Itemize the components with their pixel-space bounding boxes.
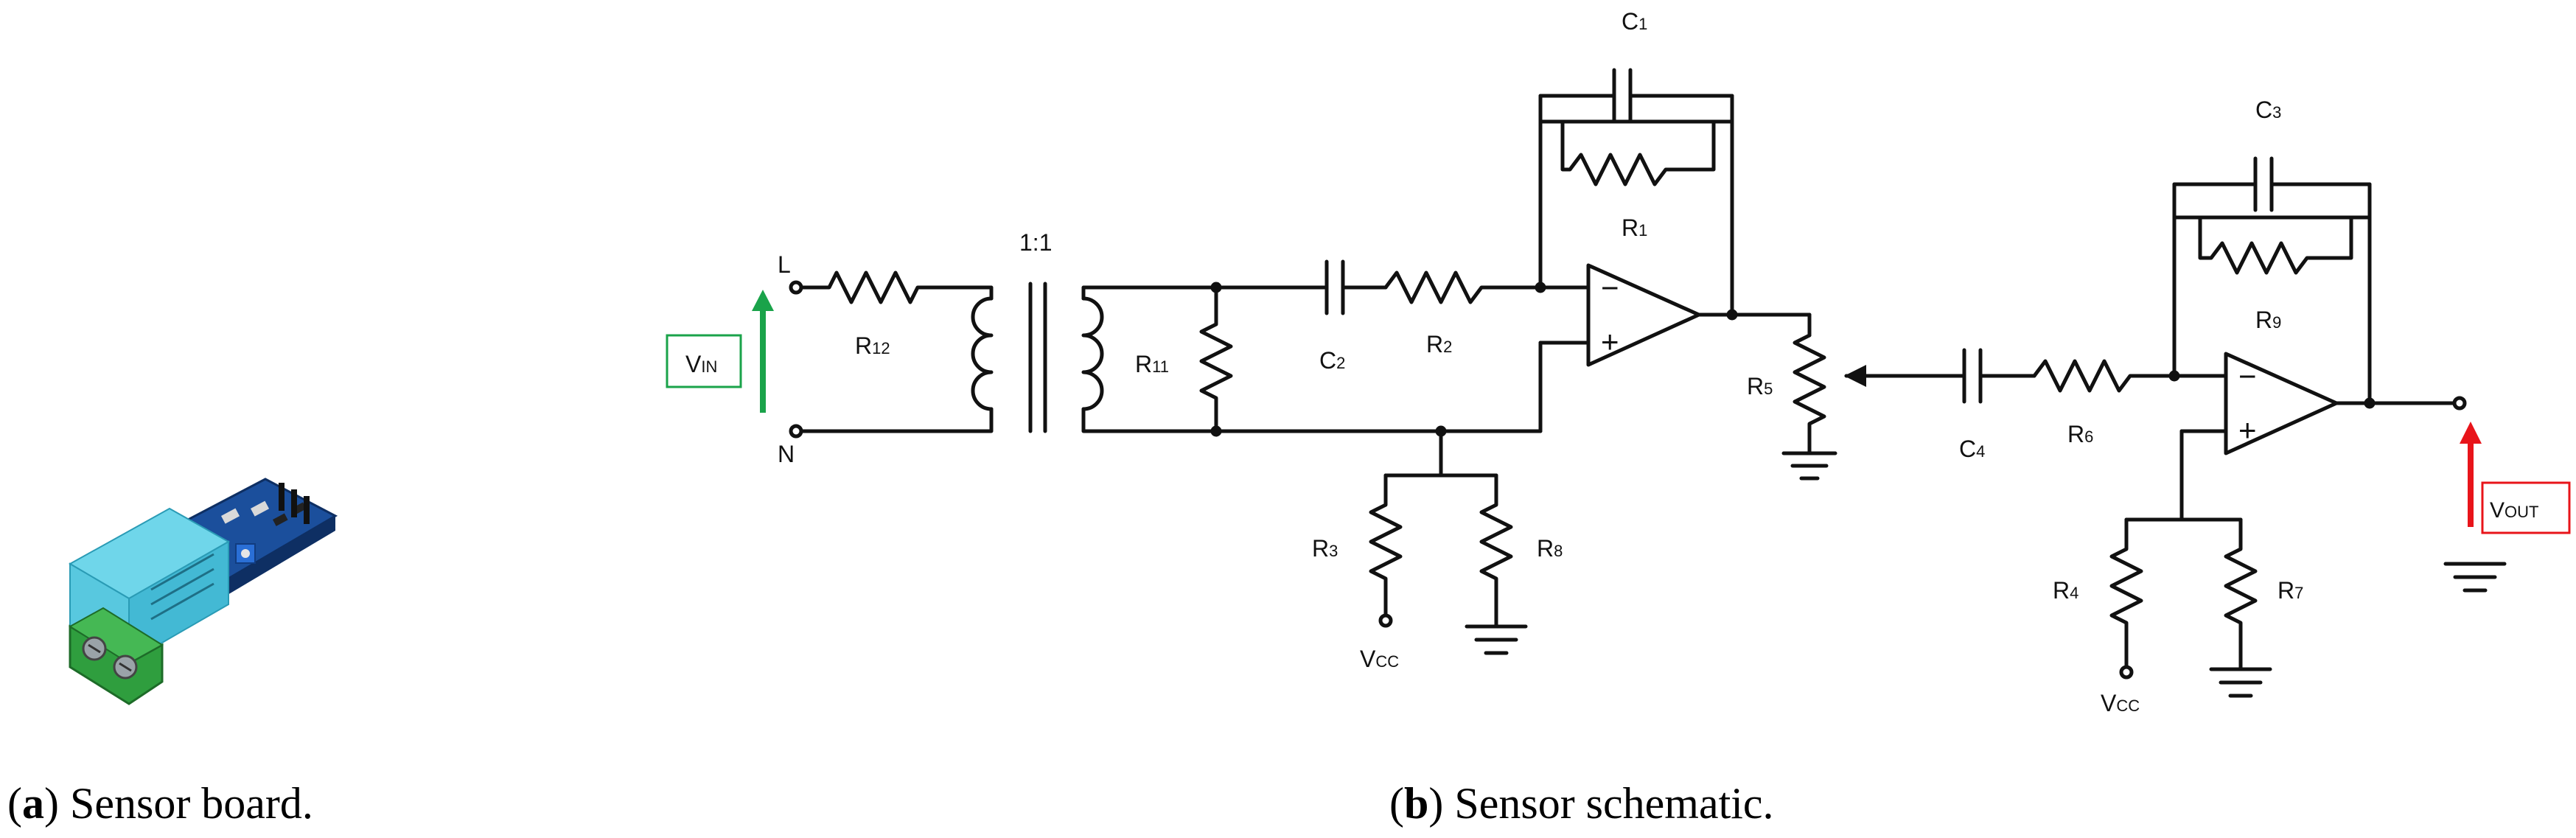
transformer-secondary: [1081, 296, 1104, 411]
vin-arrow: [752, 290, 774, 413]
label-r3: R3: [1312, 535, 1338, 562]
caption-a-letter: a: [22, 779, 44, 828]
label-vout: VOUT: [2490, 498, 2538, 523]
resistor-r11: [1199, 285, 1233, 433]
label-r7: R7: [2277, 577, 2303, 604]
resistor-r3: [1369, 473, 1403, 618]
resistor-r7: [2224, 517, 2258, 669]
label-vin: VIN: [685, 351, 717, 377]
vcc-terminal-2: [2119, 665, 2134, 680]
opamp-2-minus: −: [2238, 359, 2257, 394]
label-r5: R5: [1747, 373, 1773, 399]
label-r8: R8: [1537, 535, 1563, 562]
label-r2: R2: [1426, 331, 1452, 357]
opamp-2-plus: +: [2238, 413, 2257, 447]
caption-b: (b) Sensor schematic.: [1389, 779, 1774, 828]
caption-a-text: Sensor board.: [70, 779, 313, 828]
resistor-r8: [1479, 473, 1513, 625]
resistor-r5: [1793, 333, 1826, 452]
vout-arrow: [2460, 422, 2482, 527]
opamp-1: [1586, 263, 1701, 367]
label-r9: R9: [2255, 307, 2281, 333]
vout-box: [2481, 481, 2571, 534]
label-c3: C3: [2255, 97, 2281, 123]
caption-a: (a) Sensor board.: [7, 779, 313, 828]
label-c2: C2: [1319, 347, 1345, 374]
opamp-1-plus: +: [1601, 324, 1619, 359]
vin-box: [666, 334, 742, 388]
label-vcc-1: VCC: [1360, 646, 1399, 672]
label-r1: R1: [1622, 214, 1647, 241]
resistor-r2: [1383, 270, 1543, 304]
label-n: N: [778, 441, 795, 467]
label-c4: C4: [1959, 436, 1985, 462]
resistor-r9: [2198, 215, 2353, 275]
opamp-1-minus: −: [1601, 270, 1619, 305]
vcc-terminal-1: [1378, 613, 1393, 628]
resistor-r4: [2109, 517, 2143, 669]
schematic: [789, 68, 2507, 698]
label-vcc-2: VCC: [2101, 690, 2140, 716]
resistor-r1: [1560, 119, 1716, 186]
vout-terminal: [2452, 396, 2467, 411]
resistor-r12: [799, 270, 949, 304]
caption-b-text: Sensor schematic.: [1454, 779, 1773, 828]
opamp-2: [2224, 352, 2339, 455]
label-r6: R6: [2067, 421, 2093, 447]
transformer-primary: [971, 296, 994, 411]
resistor-r6: [2032, 359, 2177, 393]
label-l: L: [778, 251, 791, 278]
label-r4: R4: [2053, 577, 2078, 604]
label-r12: R12: [855, 332, 890, 359]
caption-b-letter: b: [1404, 779, 1428, 828]
sensor-board-image: [68, 478, 338, 705]
label-r11: R11: [1135, 351, 1169, 377]
label-c1: C1: [1622, 8, 1647, 35]
label-ratio: 1:1: [1019, 229, 1052, 256]
